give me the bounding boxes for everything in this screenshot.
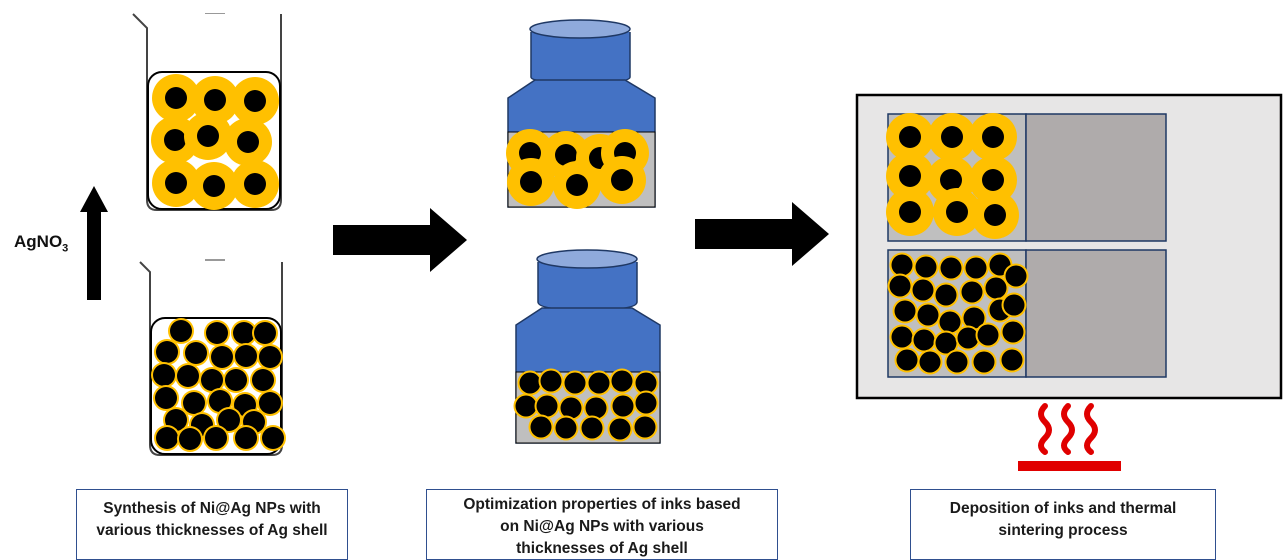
thin-shell-particle [233, 425, 259, 451]
beaker-icon [139, 259, 286, 456]
thin-shell-particle [894, 347, 920, 373]
thin-shell-particle [553, 415, 579, 441]
thin-shell-particle [933, 330, 959, 356]
thin-shell-particle [889, 324, 915, 350]
thin-shell-particle [887, 273, 913, 299]
arrow-right-icon [695, 202, 829, 266]
thin-shell-particle [199, 367, 225, 393]
arrow-right-icon [333, 208, 467, 272]
thin-shell-particle [153, 385, 179, 411]
thick-shell-particle [886, 113, 934, 161]
thick-shell-particle [969, 156, 1017, 204]
thin-shell-particle [632, 414, 658, 440]
thin-shell-particle [633, 390, 659, 416]
thin-shell-particle [583, 395, 609, 421]
beaker-icon [132, 13, 282, 211]
thin-shell-particle [1001, 292, 1027, 318]
thin-shell-particle [1003, 263, 1029, 289]
thick-shell-particle [598, 156, 646, 204]
thick-shell-particle [886, 152, 934, 200]
thin-shell-particle [175, 363, 201, 389]
thin-shell-particle [975, 322, 1001, 348]
thick-shell-particle [184, 112, 232, 160]
thin-shell-particle [183, 340, 209, 366]
thick-shell-particle [224, 118, 272, 166]
substrate-icon [855, 93, 1283, 400]
thick-shell-particle [886, 188, 934, 236]
thick-shell-particle [190, 162, 238, 210]
thin-shell-particle [209, 344, 235, 370]
thin-shell-particle [586, 370, 612, 396]
thick-shell-particle [152, 159, 200, 207]
thick-shell-particle [152, 74, 200, 122]
thick-shell-particle [553, 161, 601, 209]
thin-shell-particle [558, 395, 584, 421]
thick-shell-particle [971, 191, 1019, 239]
heat-icon [1018, 403, 1121, 471]
thin-shell-particle [609, 368, 635, 394]
thick-shell-particle [231, 77, 279, 125]
thin-shell-particle [517, 370, 543, 396]
thin-shell-particle [910, 277, 936, 303]
thin-shell-particle [257, 344, 283, 370]
thin-shell-particle [252, 320, 278, 346]
thick-shell-particle [933, 188, 981, 236]
thin-shell-particle [154, 339, 180, 365]
ink-bottle-icon [513, 249, 661, 444]
thin-shell-particle [151, 362, 177, 388]
thick-shell-particle [507, 158, 555, 206]
thin-shell-particle [933, 282, 959, 308]
thin-shell-particle [216, 407, 242, 433]
thin-shell-particle [233, 343, 259, 369]
thick-shell-particle [191, 76, 239, 124]
thin-shell-particle [915, 302, 941, 328]
thin-shell-particle [154, 425, 180, 451]
thin-shell-particle [528, 414, 554, 440]
thin-shell-particle [889, 252, 915, 278]
thin-shell-particle [203, 425, 229, 451]
thick-shell-particle [928, 113, 976, 161]
thick-shell-particle [231, 160, 279, 208]
thin-shell-particle [917, 349, 943, 375]
thin-shell-particle [223, 367, 249, 393]
thin-shell-particle [1000, 319, 1026, 345]
thick-shell-particle [969, 113, 1017, 161]
thin-shell-particle [250, 367, 276, 393]
reagent-label: AgNO3 [14, 232, 69, 255]
thin-shell-particle [177, 426, 203, 452]
thin-shell-particle [181, 390, 207, 416]
thin-shell-particle [607, 416, 633, 442]
thin-shell-particle [204, 320, 230, 346]
thin-shell-particle [938, 255, 964, 281]
thin-shell-particle [911, 327, 937, 353]
thin-shell-particle [168, 318, 194, 344]
thin-shell-particle [961, 305, 987, 331]
thin-shell-particle [610, 393, 636, 419]
ink-bottle-icon [506, 19, 656, 209]
arrow-up-icon [80, 186, 108, 300]
thin-shell-particle [937, 309, 963, 335]
thin-shell-particle [959, 279, 985, 305]
thin-shell-particle [534, 393, 560, 419]
thin-shell-particle [579, 415, 605, 441]
thin-shell-particle [513, 393, 539, 419]
thin-shell-particle [983, 275, 1009, 301]
thin-shell-particle [633, 370, 659, 396]
thin-shell-particle [562, 370, 588, 396]
thin-shell-particle [538, 368, 564, 394]
thin-shell-particle [971, 349, 997, 375]
thin-shell-particle [944, 349, 970, 375]
thin-shell-particle [963, 255, 989, 281]
thin-shell-particle [955, 325, 981, 351]
thin-shell-particle [892, 298, 918, 324]
thin-shell-particle [231, 320, 257, 346]
thin-shell-particle [913, 254, 939, 280]
thin-shell-particle [999, 347, 1025, 373]
thin-shell-particle [260, 425, 286, 451]
thin-shell-particle [257, 390, 283, 416]
